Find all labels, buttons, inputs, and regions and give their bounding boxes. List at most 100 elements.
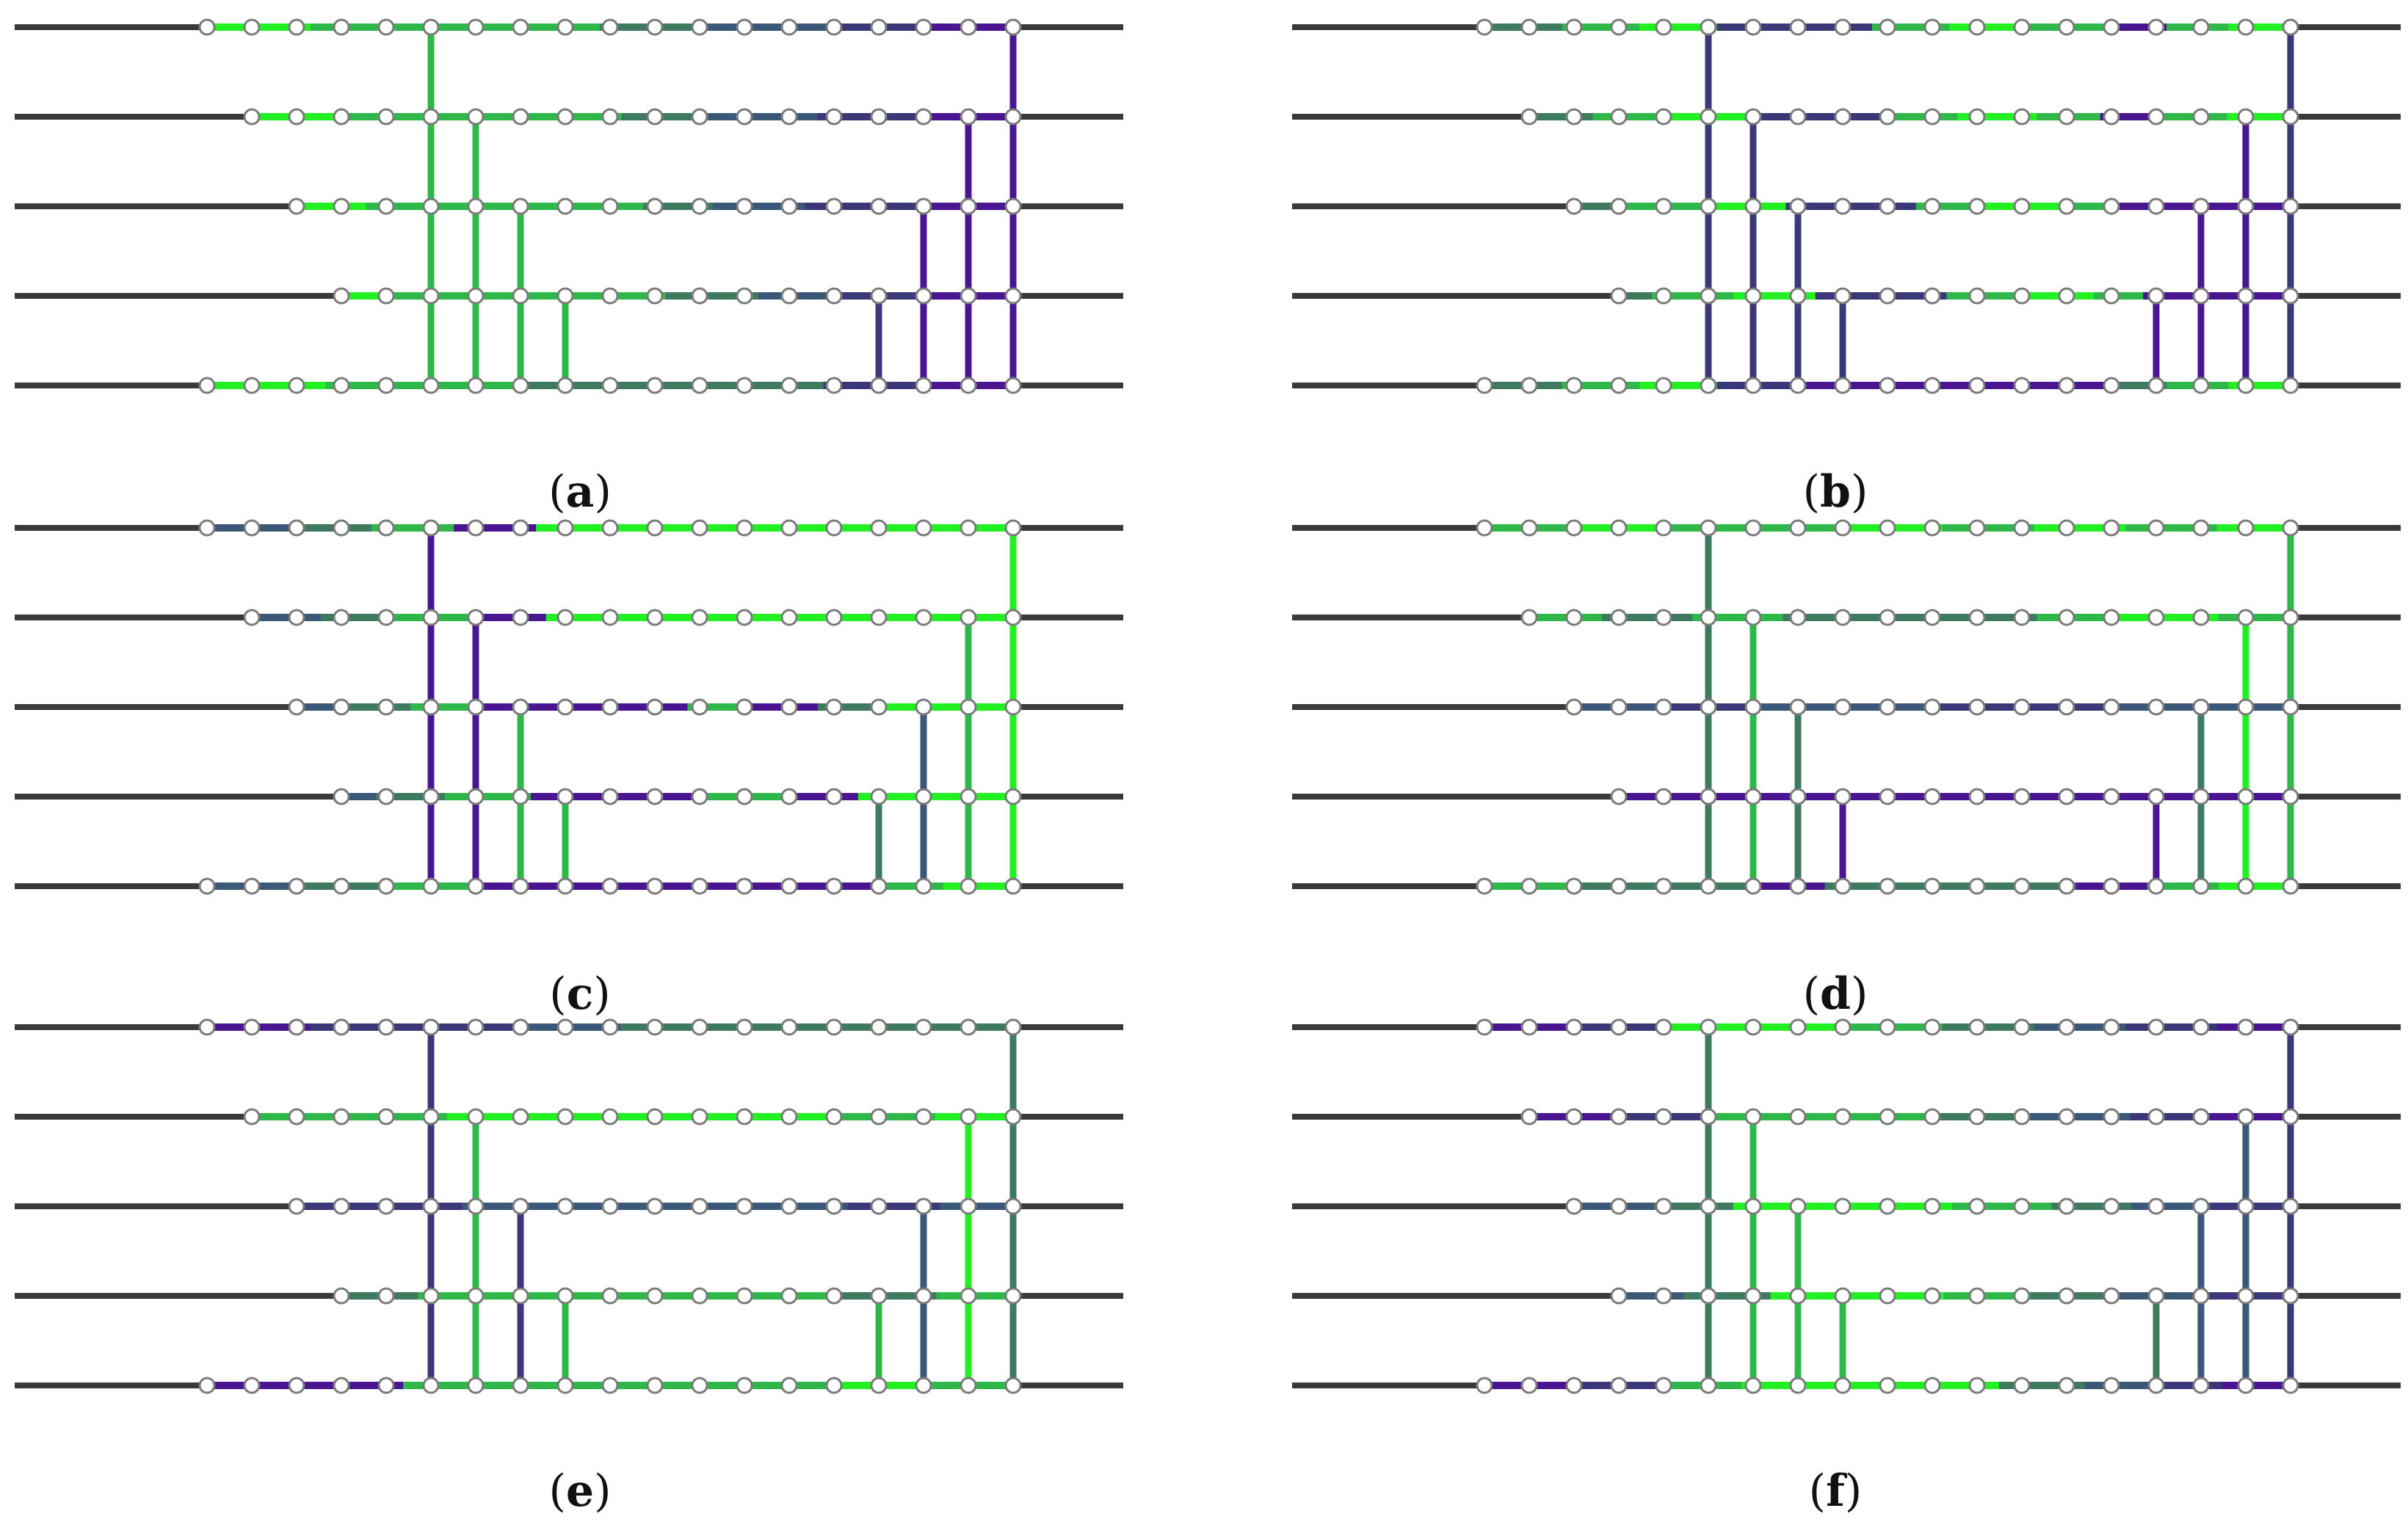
edge-segment bbox=[802, 1292, 822, 1300]
node bbox=[198, 18, 216, 36]
node bbox=[1004, 18, 1022, 36]
node bbox=[288, 698, 305, 716]
node bbox=[333, 1377, 350, 1394]
node bbox=[2103, 1197, 2120, 1215]
edge-segment bbox=[1764, 614, 1784, 621]
label-open-paren: ( bbox=[1809, 1465, 1826, 1517]
node bbox=[2282, 1197, 2299, 1215]
node bbox=[377, 1287, 395, 1305]
edge-segment bbox=[1730, 703, 1754, 711]
node bbox=[780, 198, 798, 215]
node bbox=[333, 1287, 350, 1305]
node bbox=[1700, 788, 1717, 805]
edge-segment bbox=[720, 1113, 741, 1120]
node bbox=[1655, 877, 1672, 895]
node bbox=[1744, 609, 1762, 626]
edge-segment bbox=[407, 614, 426, 621]
node bbox=[2013, 198, 2031, 215]
edge-segment bbox=[2217, 524, 2236, 532]
edge-segment bbox=[1815, 292, 1832, 300]
node bbox=[512, 1287, 529, 1305]
node bbox=[1923, 1018, 1941, 1036]
edge-segment bbox=[578, 113, 601, 120]
node bbox=[915, 1018, 932, 1036]
edge-segment bbox=[857, 1113, 877, 1120]
edge-segment bbox=[1631, 1023, 1650, 1031]
node bbox=[2058, 609, 2075, 626]
node bbox=[2013, 1018, 2031, 1036]
edge-segment bbox=[1954, 793, 1978, 800]
node bbox=[736, 377, 753, 394]
node bbox=[601, 198, 619, 215]
edge-segment bbox=[2033, 1382, 2051, 1389]
edge-segment bbox=[1619, 793, 1642, 800]
edge-segment bbox=[879, 1292, 899, 1300]
node bbox=[2103, 609, 2120, 626]
node bbox=[646, 788, 664, 805]
edge-segment bbox=[2022, 883, 2040, 890]
node bbox=[333, 788, 350, 805]
node bbox=[1520, 519, 1538, 537]
node bbox=[2103, 788, 2120, 805]
edge-segment bbox=[1825, 382, 1842, 389]
edge-segment bbox=[1674, 614, 1693, 621]
node bbox=[2282, 108, 2299, 126]
node bbox=[691, 788, 708, 805]
edge-segment bbox=[522, 883, 541, 890]
edge-segment bbox=[498, 1203, 518, 1210]
edge-segment bbox=[1686, 23, 1702, 31]
edge-segment bbox=[407, 1203, 426, 1210]
edge-segment bbox=[2070, 1113, 2091, 1120]
edge-segment bbox=[1639, 23, 1656, 31]
node bbox=[1834, 108, 1852, 126]
edge-segment bbox=[1592, 382, 1609, 389]
edge-segment bbox=[2213, 382, 2230, 389]
node bbox=[960, 609, 977, 626]
node bbox=[1655, 1377, 1672, 1394]
node bbox=[1834, 698, 1852, 716]
edge-segment bbox=[1708, 703, 1732, 711]
edge-segment bbox=[1719, 113, 1736, 120]
edge-segment bbox=[618, 524, 636, 532]
node bbox=[736, 519, 753, 537]
edge-segment bbox=[2070, 1023, 2090, 1031]
edge-segment bbox=[1987, 1292, 2009, 1300]
edge-segment bbox=[764, 1292, 783, 1300]
node bbox=[780, 377, 798, 394]
edge-segment bbox=[1843, 703, 1866, 711]
edge-segment bbox=[338, 113, 361, 120]
edge-segment bbox=[1753, 1203, 1774, 1210]
edge-segment bbox=[1763, 382, 1780, 389]
edge-segment bbox=[882, 113, 905, 120]
node bbox=[2192, 108, 2210, 126]
edge-segment bbox=[2171, 1203, 2192, 1210]
edge-segment bbox=[2270, 1203, 2291, 1210]
edge-segment bbox=[454, 1023, 476, 1031]
edge-segment bbox=[680, 883, 698, 890]
edge-segment bbox=[2175, 292, 2193, 300]
edge-segment bbox=[621, 113, 644, 120]
edge-segment bbox=[2128, 203, 2144, 210]
edge-segment bbox=[935, 1113, 955, 1120]
node bbox=[601, 1377, 619, 1394]
edge-segment bbox=[1813, 1203, 1834, 1210]
node bbox=[2192, 1108, 2210, 1126]
node bbox=[243, 609, 261, 626]
edge-segment bbox=[1681, 883, 1700, 890]
edge-segment bbox=[990, 203, 1014, 210]
edge-segment bbox=[1631, 524, 1650, 532]
node bbox=[736, 609, 753, 626]
edge-segment bbox=[2119, 23, 2136, 31]
label-close-paren: ) bbox=[1851, 466, 1868, 518]
edge-segment bbox=[207, 883, 225, 890]
node bbox=[601, 108, 619, 126]
edge-segment bbox=[1624, 382, 1640, 389]
node bbox=[960, 698, 977, 716]
edge-segment bbox=[364, 292, 388, 300]
panel-label: (a) bbox=[548, 466, 612, 518]
node bbox=[2192, 519, 2210, 537]
node bbox=[870, 609, 888, 626]
edge-segment bbox=[1735, 883, 1754, 890]
edge-segment bbox=[388, 1203, 407, 1210]
node bbox=[1655, 198, 1672, 215]
